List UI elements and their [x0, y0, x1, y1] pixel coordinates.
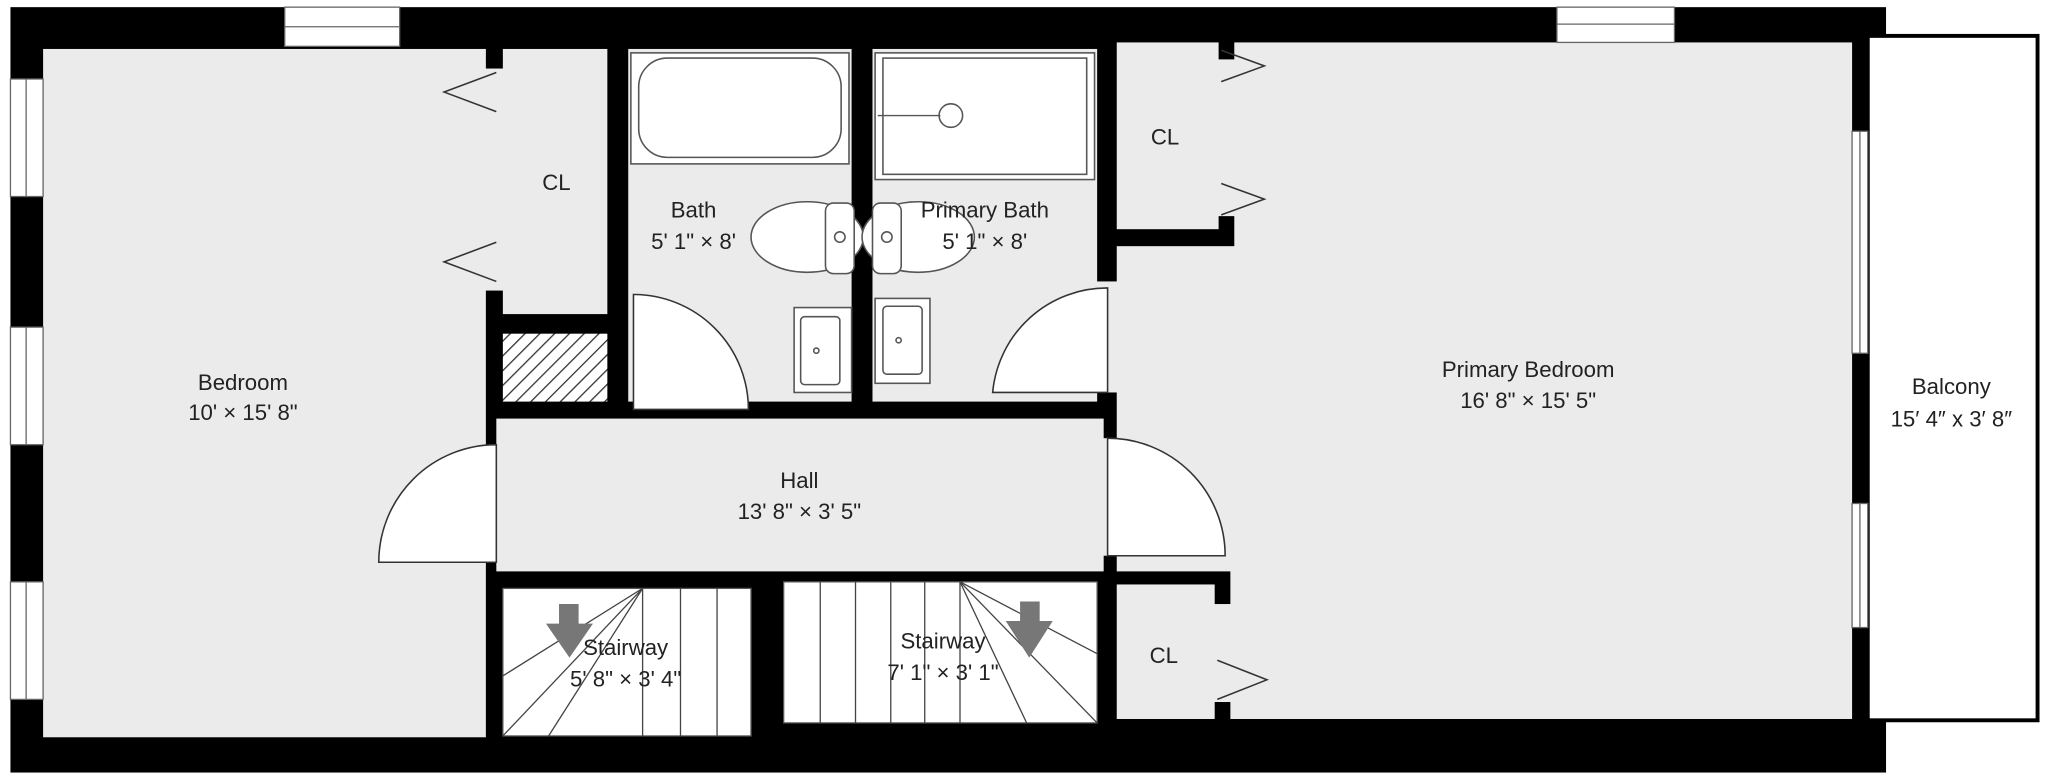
closet-bottom-right-floor	[1116, 584, 1215, 719]
room-name-closet-top-right: CL	[1151, 124, 1179, 149]
primary-bedroom-floor	[1116, 42, 1853, 719]
room-name-closet-left: CL	[542, 170, 570, 195]
room-size-balcony: 15′ 4″ x 3′ 8″	[1891, 406, 2013, 431]
closet-left-opening	[483, 68, 510, 291]
room-size-stairway-right: 7' 1" × 3' 1"	[887, 660, 998, 685]
toilet-icon	[861, 200, 976, 275]
room-size-bath: 5' 1" × 8'	[651, 229, 736, 254]
down-arrow-icon	[545, 604, 593, 658]
balcony-area	[1865, 33, 2040, 723]
room-name-bedroom: Bedroom	[198, 370, 288, 395]
windows	[9, 6, 1869, 701]
closet-bottom-right-opening	[1208, 604, 1235, 703]
bedroom-floor	[43, 48, 486, 738]
bathtub-icon	[630, 52, 850, 165]
closet-top-right-floor	[1116, 42, 1219, 230]
storage-hatched	[502, 333, 608, 402]
closet-left-floor	[502, 48, 608, 315]
hall-floor	[496, 418, 1104, 572]
room-name-balcony: Balcony	[1912, 374, 1992, 399]
down-arrow-icon	[1005, 601, 1053, 658]
stairway-left-floor	[502, 587, 752, 737]
room-name-closet-bottom-right: CL	[1150, 643, 1178, 668]
shower-icon	[874, 52, 1096, 181]
room-name-stairway-left: Stairway	[583, 635, 669, 660]
doors	[377, 287, 1226, 564]
room-size-stairway-left: 5' 8" × 3' 4"	[570, 666, 681, 691]
room-name-stairway-right: Stairway	[900, 628, 986, 653]
room-name-primary-bedroom: Primary Bedroom	[1442, 357, 1615, 382]
room-size-primary-bath: 5' 1" × 8'	[942, 229, 1027, 254]
room-size-bedroom: 10' × 15' 8"	[188, 400, 298, 425]
room-size-hall: 13' 8" × 3' 5"	[738, 499, 862, 524]
room-size-primary-bedroom: 16' 8" × 15' 5"	[1460, 388, 1596, 413]
closet-bifold-doors	[441, 49, 1270, 701]
stairway-right-floor	[783, 581, 1098, 724]
closet-top-right-opening	[1212, 59, 1239, 217]
toilet-icon	[750, 200, 865, 275]
room-name-primary-bath: Primary Bath	[921, 197, 1049, 222]
sink-icon	[793, 306, 853, 394]
sink-icon	[874, 297, 931, 385]
room-name-bath: Bath	[671, 197, 717, 222]
room-name-hall: Hall	[780, 468, 818, 493]
